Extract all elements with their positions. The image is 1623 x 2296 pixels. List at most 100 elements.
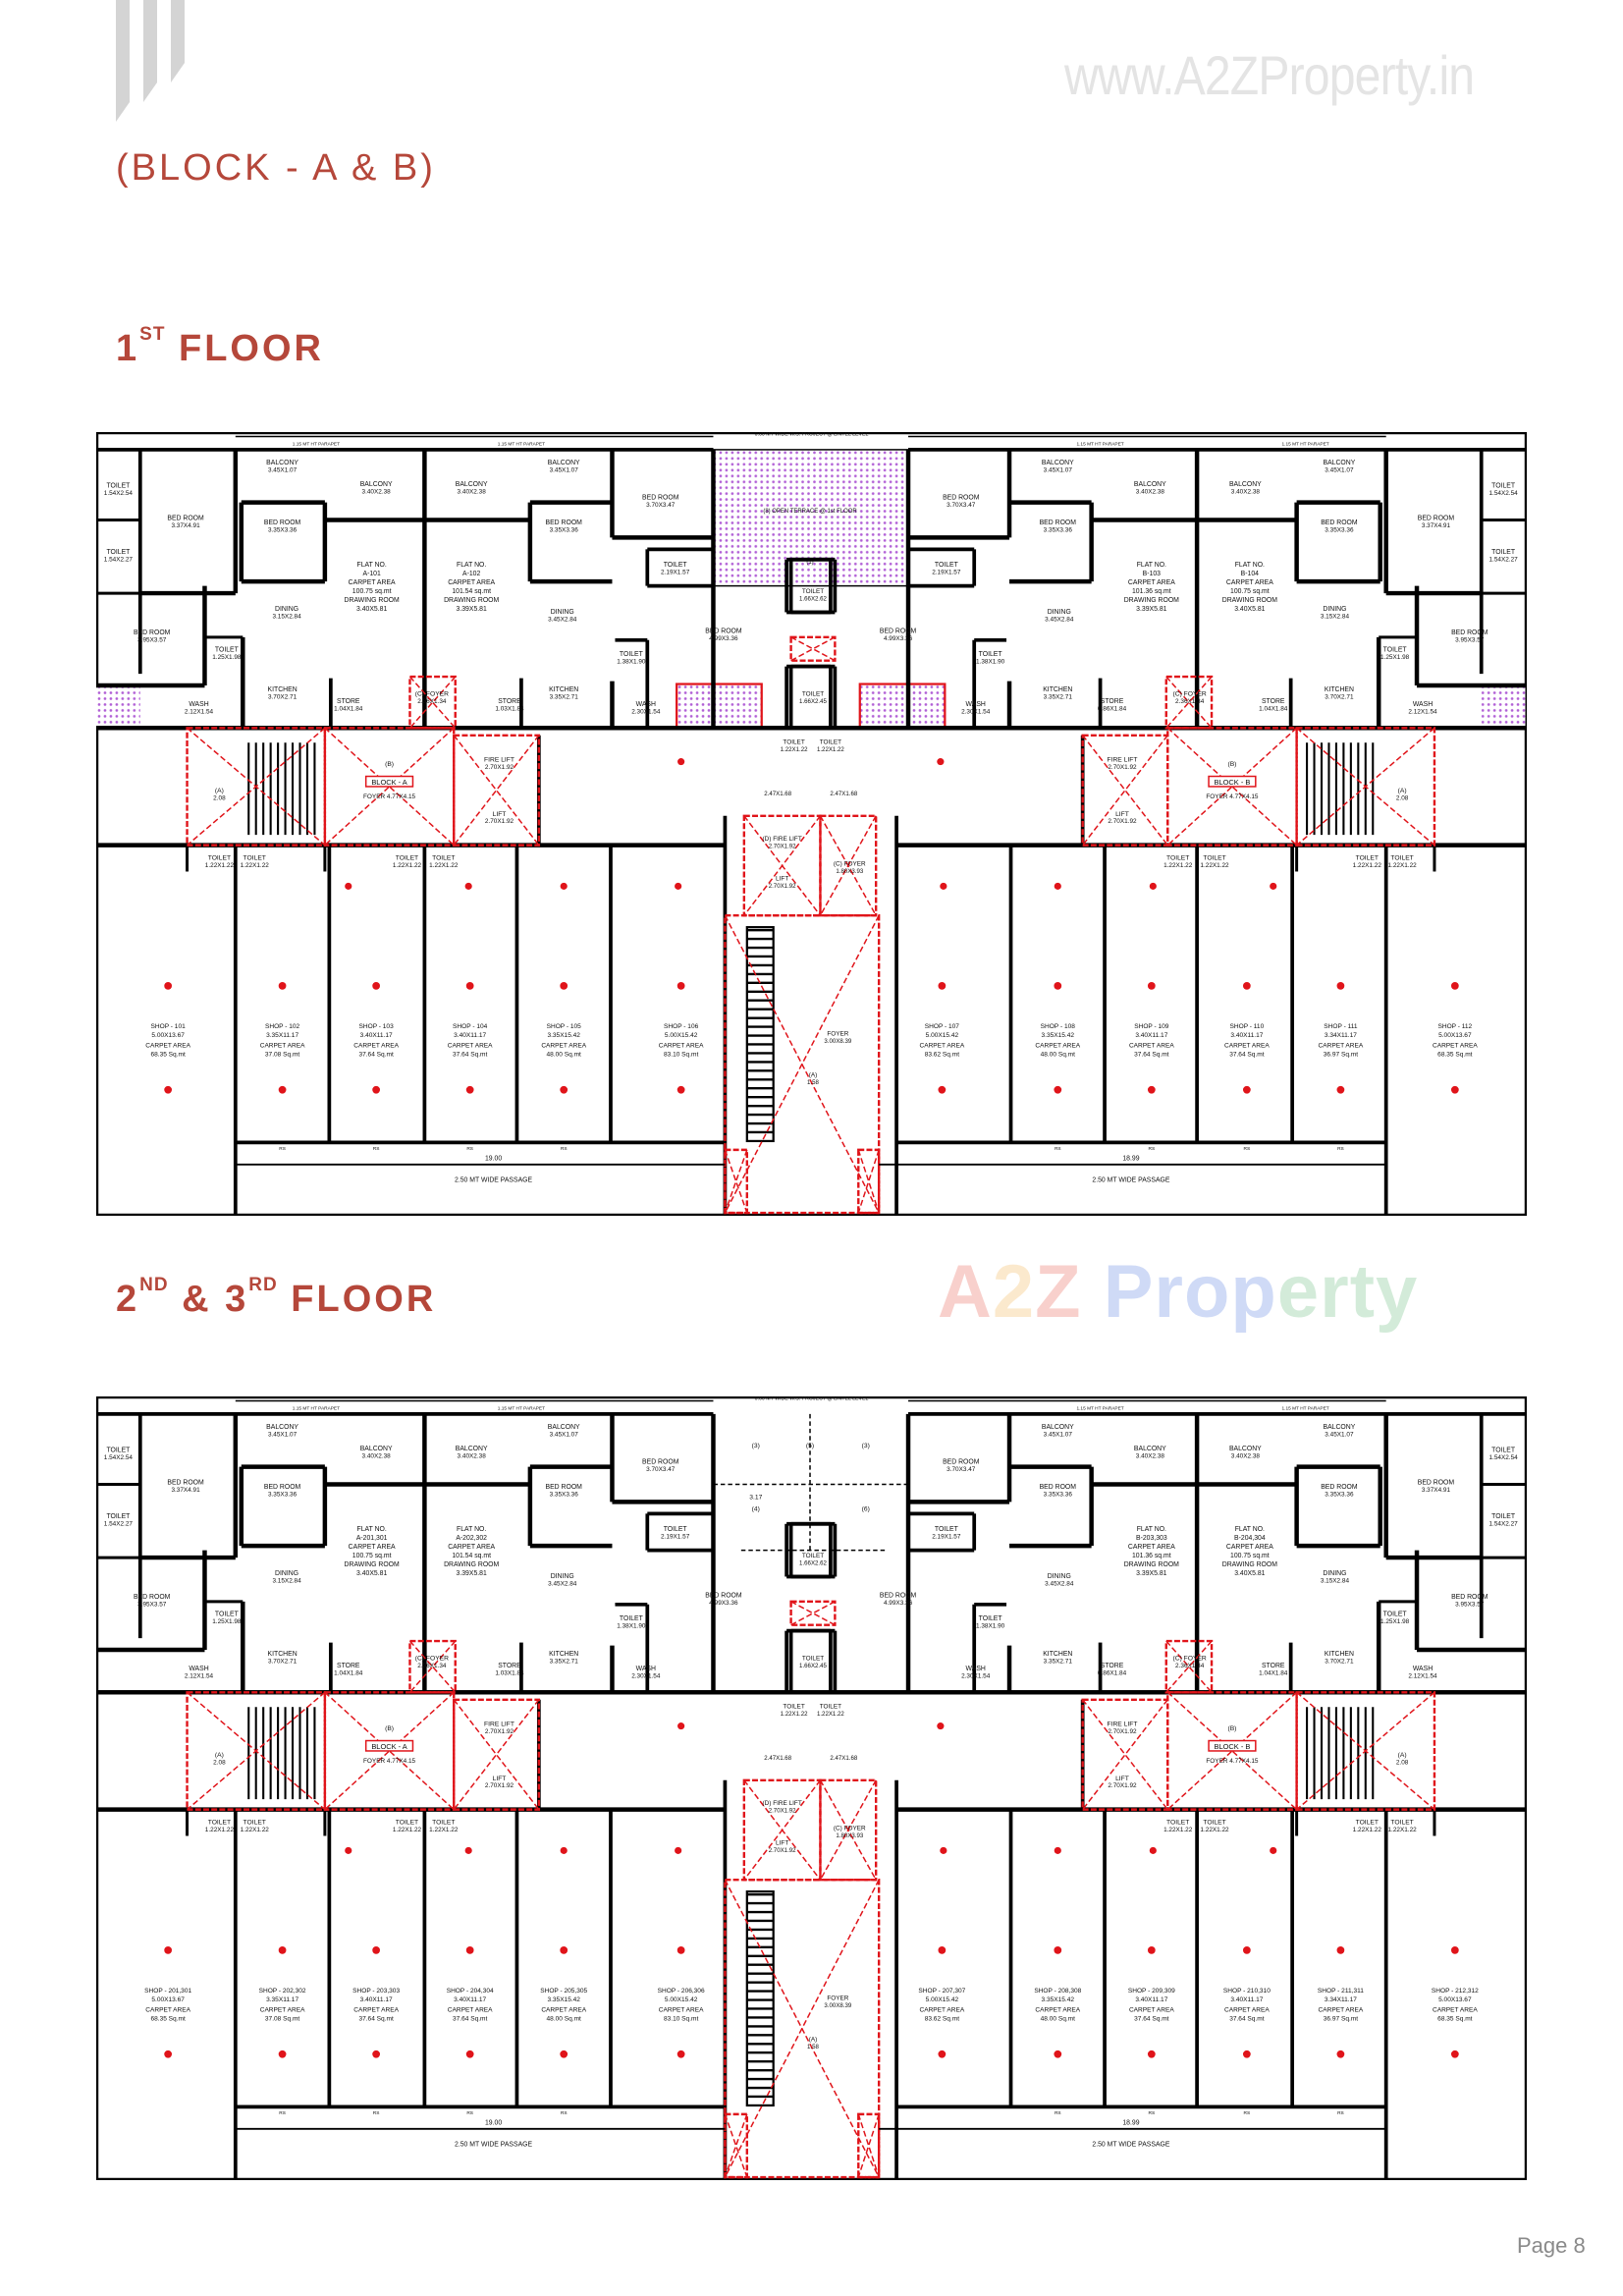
- drawing-room-dimension: 3.40X5.81: [356, 1570, 387, 1577]
- carpet-area-label: CARPET AREA: [1128, 579, 1175, 586]
- center-core-dimension: 1.22X1.22: [781, 1711, 808, 1718]
- core-dimension: 2.36X1.34: [1175, 1663, 1205, 1669]
- passage-label-right: 2.50 MT WIDE PASSAGE: [1092, 2142, 1169, 2149]
- room-dimension: 2.19X1.57: [932, 1534, 961, 1541]
- red-common-area-cross: [453, 1699, 540, 1811]
- light-point-marker: [464, 1846, 472, 1854]
- drawing-room-dimension: 3.40X5.81: [1234, 1570, 1265, 1577]
- room-name: STORE: [498, 698, 521, 705]
- floor-title-2-3: 2ND & 3RD FLOOR: [116, 1275, 437, 1320]
- rolling-shutter-label: RS: [1055, 2110, 1061, 2116]
- drawing-room-dimension: 3.39X5.81: [1136, 1570, 1166, 1577]
- red-common-area-cross: [857, 1149, 880, 1214]
- top-projection-note: 0.60 MT WIDE W.S. PROJECT @ LINTEL LEVEL: [755, 432, 869, 438]
- passage-label-left: 2.50 MT WIDE PASSAGE: [455, 2142, 532, 2149]
- room-name: DINING: [275, 1570, 298, 1577]
- center-core-label: LIFT: [776, 1839, 788, 1846]
- room-dimension: 1.03X1.84: [495, 1669, 524, 1676]
- center-core-label: (D) FIRE LIFT: [763, 1800, 802, 1807]
- light-point-marker: [676, 1085, 685, 1094]
- carpet-area-label: CARPET AREA: [1224, 1042, 1270, 1049]
- room-name: BALCONY: [456, 481, 488, 488]
- light-point-marker: [345, 882, 352, 890]
- shop-dimension: 3.40X11.17: [454, 1032, 486, 1039]
- room-dimension: 3.35X2.71: [550, 1658, 579, 1665]
- room-name: KITCHEN: [1325, 1651, 1354, 1658]
- light-point-marker: [560, 2050, 568, 2058]
- room-dimension: 3.37X4.91: [1422, 1487, 1451, 1494]
- core-label: (B): [385, 761, 394, 768]
- light-point-marker: [1054, 1945, 1062, 1954]
- open-terrace-crossed: [676, 683, 763, 730]
- carpet-area-label: CARPET AREA: [349, 579, 396, 586]
- shop-number: SHOP - 108: [1041, 1023, 1076, 1030]
- light-point-marker: [937, 758, 945, 766]
- center-core-dimension: 1.80X3.93: [836, 1832, 863, 1839]
- shop-number: SHOP - 210,310: [1223, 1988, 1271, 1995]
- center-core-dimension: 2.70X1.92: [769, 883, 796, 890]
- light-point-marker: [676, 2050, 685, 2058]
- core-label: (B): [385, 1725, 394, 1732]
- open-terrace-small-right: [1481, 683, 1526, 729]
- room-name: WASH: [189, 701, 208, 708]
- flat-number: A-202,302: [456, 1535, 487, 1542]
- red-common-area-cross: [724, 1149, 748, 1214]
- room-dimension: 1.03X1.84: [495, 705, 524, 712]
- core-dimension: 1.22X1.22: [1387, 862, 1417, 869]
- room-dimension: 3.35X3.36: [1044, 1491, 1073, 1498]
- red-common-area-cross: [724, 914, 880, 1214]
- room-dimension: 1.54X2.27: [1488, 556, 1518, 563]
- light-point-marker: [1054, 981, 1062, 990]
- light-point-marker: [677, 758, 685, 766]
- carpet-area-label: CARPET AREA: [1433, 2006, 1478, 2013]
- room-dimension: 2.12X1.54: [185, 1672, 214, 1679]
- room-name: BED ROOM: [1451, 629, 1488, 636]
- drawing-room-label: DRAWING ROOM: [1124, 597, 1179, 604]
- room-name: TOILET: [215, 647, 240, 654]
- room-name: BED ROOM: [705, 1592, 742, 1599]
- rolling-shutter-label: RS: [279, 2110, 286, 2116]
- room-name: STORE: [1262, 698, 1285, 705]
- room-dimension: 1.38X1.90: [617, 659, 646, 666]
- room-name: BED ROOM: [705, 628, 742, 634]
- red-common-area-cross: [453, 1699, 540, 1811]
- rolling-shutter-label: RS: [1055, 1146, 1061, 1152]
- shop-dimension: 3.40X11.17: [360, 1996, 393, 2003]
- light-point-marker: [464, 882, 472, 890]
- room-name: BALCONY: [1134, 1446, 1166, 1452]
- plan-outline: [96, 1396, 1527, 2180]
- room-name: WASH: [966, 701, 986, 708]
- core-label: TOILET: [243, 855, 266, 862]
- room-name: TOILET: [1491, 1448, 1516, 1454]
- room-name: DINING: [1048, 1573, 1071, 1580]
- shop-number: SHOP - 209,309: [1128, 1988, 1175, 1995]
- room-name: BED ROOM: [1418, 515, 1455, 521]
- center-core-dimension: 2.47X1.68: [764, 1755, 791, 1762]
- red-common-area-cross: [1082, 735, 1168, 847]
- room-name: KITCHEN: [268, 686, 298, 693]
- room-dimension: 1.54X2.54: [104, 490, 134, 497]
- carpet-area-label: CARPET AREA: [1226, 1544, 1273, 1551]
- room-name: BALCONY: [456, 1446, 488, 1452]
- core-label: (A): [1398, 788, 1407, 794]
- center-core-dimension: 1.66X2.45: [799, 1663, 827, 1669]
- flat-carpet-area: 101.36 sq.mt: [1132, 588, 1171, 595]
- rolling-shutter-label: RS: [279, 1146, 286, 1152]
- room-dimension: 3.35X3.36: [550, 1491, 579, 1498]
- parapet-note: 1.15 MT HT PARAPET: [1281, 441, 1328, 447]
- center-core-dimension: 1.22X1.22: [817, 1711, 844, 1718]
- red-common-area-cross: [187, 727, 326, 847]
- shop-number: SHOP - 105: [547, 1023, 582, 1030]
- carpet-area-label: CARPET AREA: [145, 2006, 190, 2013]
- room-name: STORE: [337, 1663, 360, 1669]
- shop-number: SHOP - 102: [265, 1023, 300, 1030]
- center-core-label: TOILET: [802, 588, 824, 595]
- flat-number: A-201,301: [356, 1535, 388, 1542]
- light-point-marker: [1336, 1085, 1345, 1094]
- carpet-area-label: CARPET AREA: [1319, 1042, 1364, 1049]
- core-label: (A): [215, 1752, 224, 1759]
- light-point-marker: [1149, 1846, 1157, 1854]
- light-point-marker: [465, 2050, 474, 2058]
- light-point-marker: [164, 981, 173, 990]
- shop-carpet-area: 37.64 Sq.mt: [1134, 1051, 1168, 1058]
